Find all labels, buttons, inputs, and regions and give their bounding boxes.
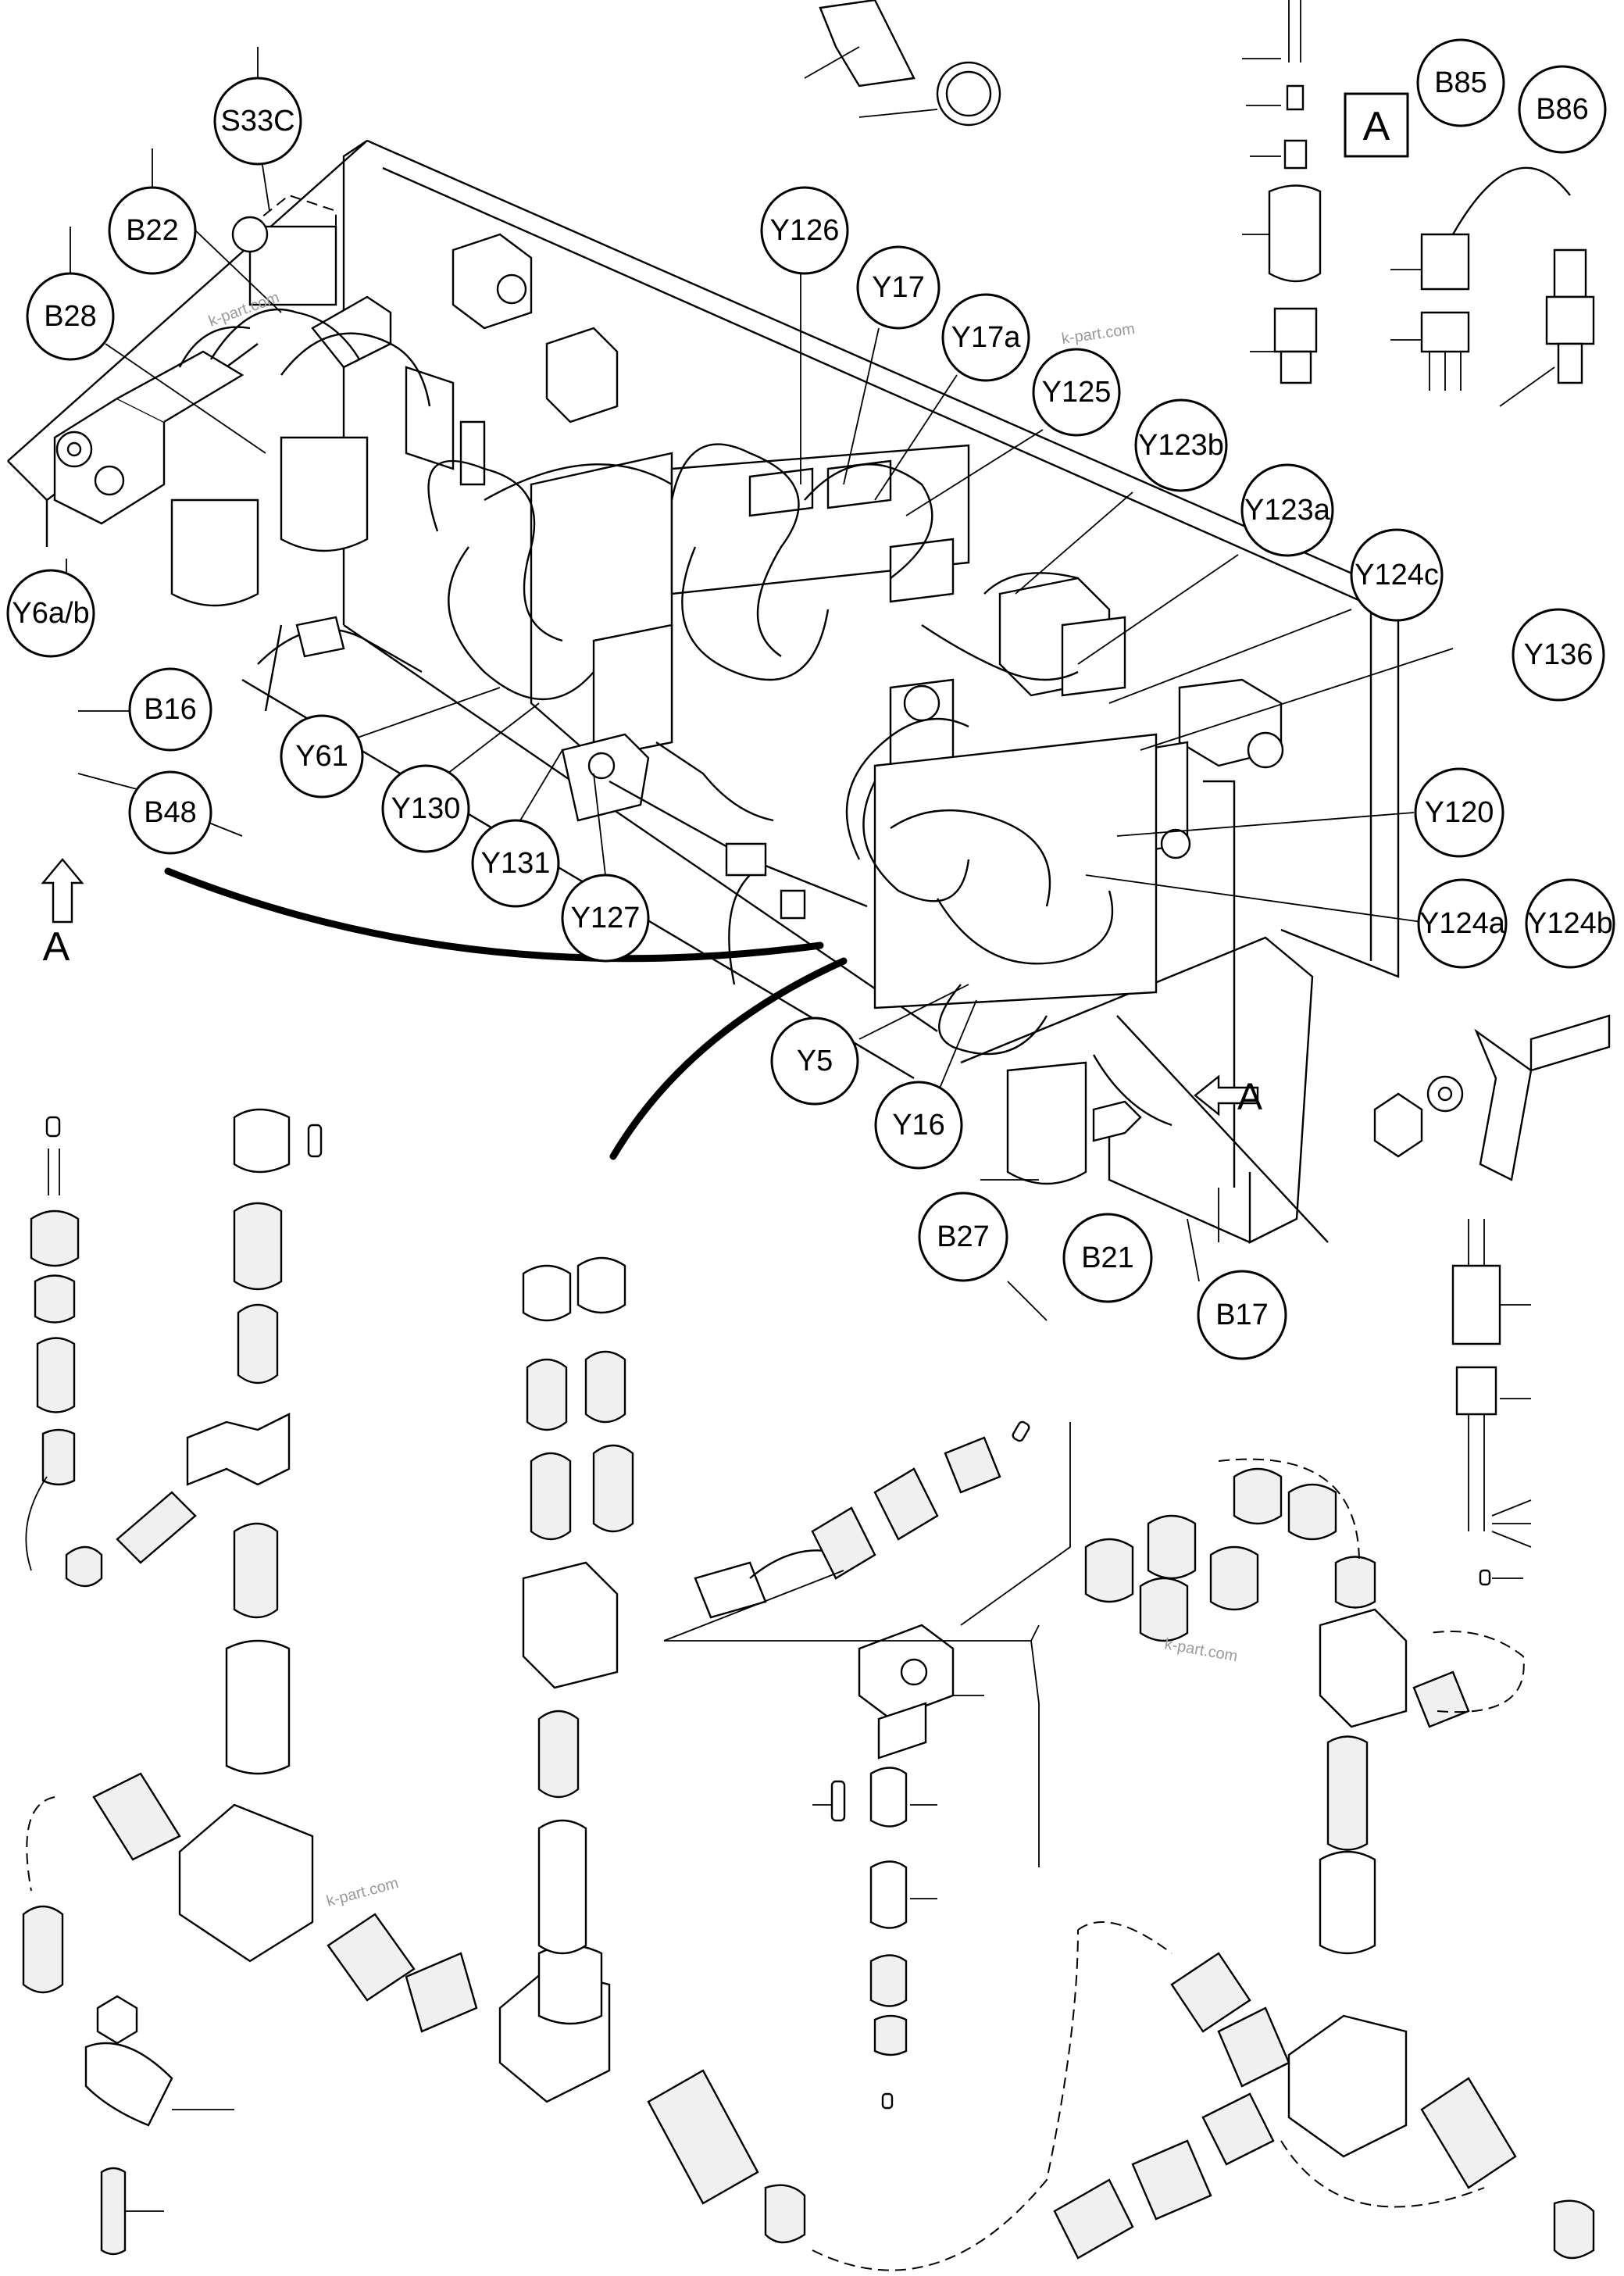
svg-text:A: A [1237,1077,1262,1118]
right-side-parts [1373,1014,1611,1586]
svg-text:Y126: Y126 [770,214,840,247]
svg-text:A: A [43,924,70,970]
svg-text:B16: B16 [144,693,197,726]
callout-b28: B28 [26,272,115,361]
callout-y120: Y120 [1414,767,1504,858]
assembly-leader-curves [164,867,848,1160]
watermark-right: k-part.com [1163,1635,1239,1665]
callout-y124b: Y124b [1525,878,1615,969]
callout-b22: B22 [108,186,197,275]
callout-y136: Y136 [1512,608,1605,702]
svg-text:Y6a/b: Y6a/b [12,597,89,630]
callout-y127: Y127 [561,874,650,963]
callout-y123b: Y123b [1134,398,1228,492]
callout-y6ab: Y6a/b [6,569,95,658]
callout-y125: Y125 [1032,348,1121,437]
callout-b16: B16 [128,667,212,752]
svg-text:B86: B86 [1536,93,1589,126]
svg-text:Y123a: Y123a [1244,494,1331,527]
central-valve-block [427,233,1284,1185]
callout-y123a: Y123a [1240,463,1334,557]
svg-text:S33C: S33C [220,105,294,138]
callout-b17: B17 [1197,1270,1287,1360]
svg-text:B48: B48 [144,796,197,829]
svg-text:Y124a: Y124a [1419,907,1506,940]
watermark-bottom: k-part.com [325,1874,401,1910]
svg-text:A: A [1363,104,1390,149]
detail-a-sensor-parts [1242,0,1595,407]
svg-text:B85: B85 [1434,66,1487,99]
view-a-box: A [1344,92,1409,158]
svg-text:Y127: Y127 [571,902,641,934]
callout-y124c: Y124c [1350,528,1444,622]
fitting-assemblies [22,1108,1595,2271]
svg-text:B27: B27 [937,1220,990,1253]
callout-y16: Y16 [874,1081,963,1170]
svg-text:B21: B21 [1081,1242,1134,1274]
left-bracket-assembly [53,194,455,674]
callout-b27: B27 [918,1192,1008,1282]
callout-y5: Y5 [770,1017,859,1106]
callout-y131: Y131 [471,819,560,908]
svg-text:Y16: Y16 [892,1109,945,1142]
callout-b86: B86 [1518,65,1607,154]
svg-text:B28: B28 [44,300,97,333]
svg-text:Y123b: Y123b [1138,429,1224,462]
svg-text:Y124b: Y124b [1527,907,1613,940]
callout-b48: B48 [128,770,212,855]
callout-y17a: Y17a [941,293,1030,382]
svg-text:Y17a: Y17a [951,321,1022,354]
watermark-top: k-part.com [1061,320,1137,348]
svg-text:Y131: Y131 [481,847,551,880]
callout-y61: Y61 [280,714,364,799]
svg-text:Y136: Y136 [1524,638,1594,671]
callout-s33c: S33C [213,77,302,166]
view-a-arrow-left: A [41,858,84,970]
svg-text:Y61: Y61 [295,740,348,773]
svg-text:Y5: Y5 [797,1045,833,1077]
view-a-arrow-right: A [1194,1074,1262,1118]
callout-y124a: Y124a [1417,878,1508,969]
svg-text:B17: B17 [1215,1299,1269,1331]
svg-text:Y120: Y120 [1425,796,1494,829]
callout-y17: Y17 [856,245,940,330]
tape-and-cable-tie [804,0,1001,127]
svg-text:Y124c: Y124c [1355,559,1439,591]
svg-text:Y125: Y125 [1042,376,1112,409]
callout-b21: B21 [1062,1213,1153,1303]
svg-text:Y130: Y130 [391,792,461,825]
callout-b85: B85 [1416,38,1505,127]
svg-text:B22: B22 [126,214,179,247]
svg-text:Y17: Y17 [872,271,925,304]
callout-y126: Y126 [760,186,849,275]
callout-y130: Y130 [381,764,470,853]
